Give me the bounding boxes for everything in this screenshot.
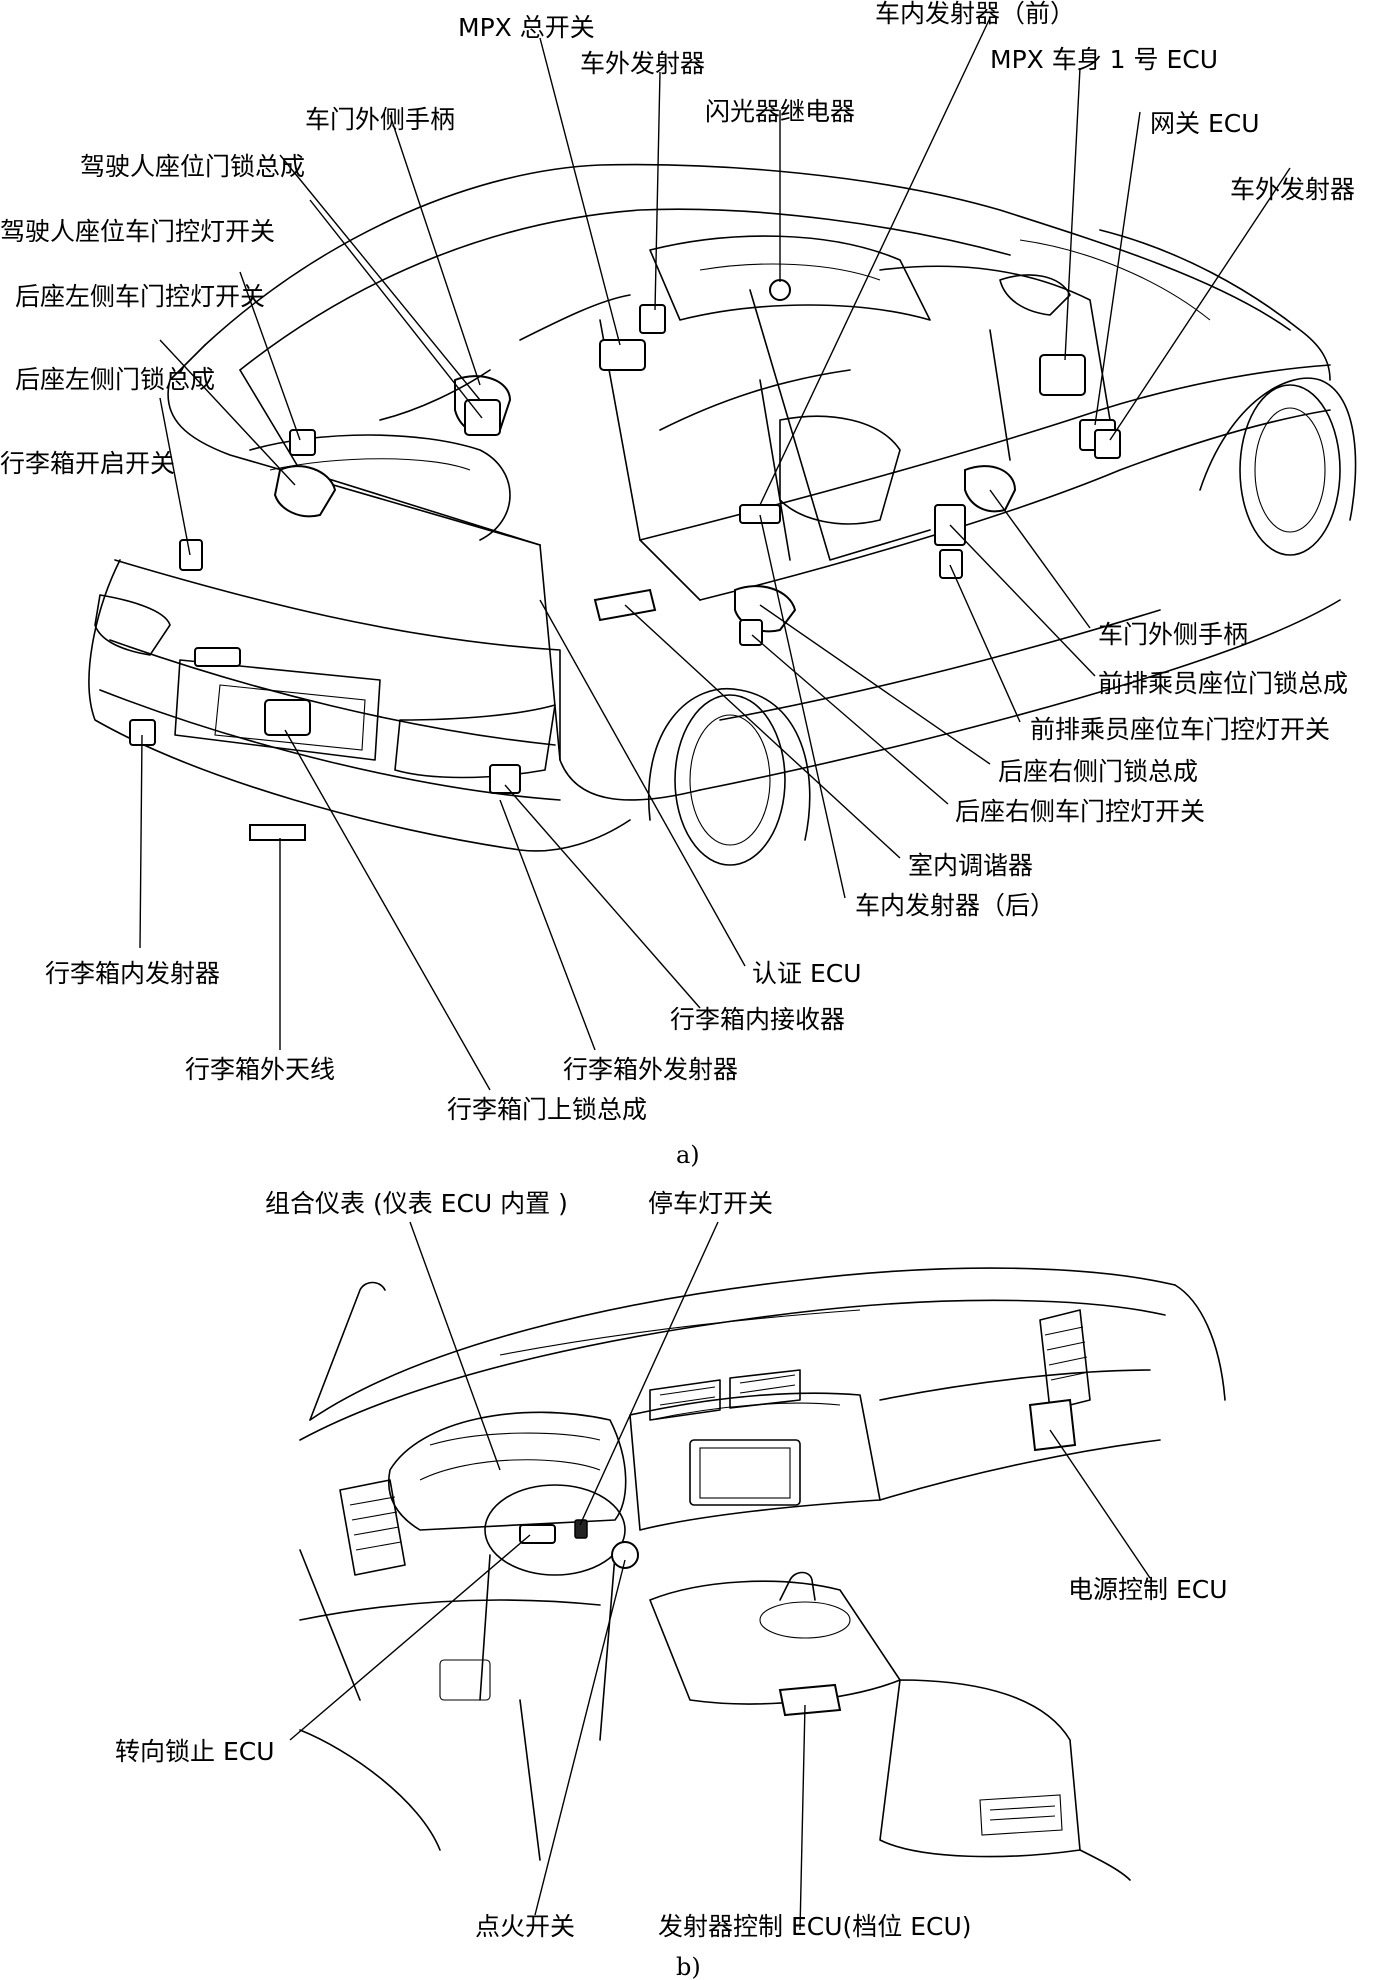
label-steering-lock-ecu: 转向锁止 ECU [115,1737,275,1766]
label-combination-meter: 组合仪表 (仪表 ECU 内置 ) [265,1189,568,1218]
rear-left-courtesy-switch-part [289,429,316,456]
label-trunk-outer-antenna: 行李箱外天线 [185,1055,335,1084]
car-body-drawing [88,163,1357,866]
label-driver-door-lock: 驾驶人座位门锁总成 [80,152,305,181]
label-rear-left-courtesy-switch: 后座左侧车门控灯开关 [15,282,265,311]
label-trunk-opener-switch: 行李箱开启开关 [0,449,175,478]
caption-b: b) [676,1953,701,1980]
dashboard-drawing [299,1267,1226,1881]
trunk-outer-transmitter-part [489,764,521,794]
front-passenger-courtesy-switch-part [939,549,963,579]
label-inner-transmitter-rear: 车内发射器（后） [855,891,1055,920]
door-outer-handle-right-part [964,465,1017,513]
label-trunk-lid-lock: 行李箱门上锁总成 [447,1095,647,1124]
trunk-inner-receiver-part [194,647,241,667]
label-stop-lamp-switch: 停车灯开关 [648,1189,773,1218]
panel-b-components [519,1398,1077,1717]
label-rear-right-door-lock: 后座右侧门锁总成 [998,757,1198,786]
power-source-ecu-part [1028,1398,1077,1452]
mpx-body-ecu-part [1039,354,1086,396]
panel-b-leaders [289,1221,1151,1931]
trunk-opener-switch-part [179,539,203,571]
label-trunk-inner-receiver: 行李箱内接收器 [670,1005,845,1034]
label-rear-right-courtesy-switch: 后座右侧车门控灯开关 [955,797,1205,826]
label-outer-transmitter-top: 车外发射器 [580,49,705,78]
mpx-switch-part [599,339,646,371]
ignition-switch-part [611,1541,639,1569]
label-indoor-tuner: 室内调谐器 [908,851,1033,880]
panel-a-leaders [139,17,1291,1091]
label-transmitter-ecu: 发射器控制 ECU(档位 ECU) [658,1912,972,1941]
label-door-outer-handle-left: 车门外侧手柄 [305,105,455,134]
label-trunk-inner-transmitter: 行李箱内发射器 [45,959,220,988]
inner-transmitter-front-part [739,504,781,524]
panel-b-labels: 组合仪表 (仪表 ECU 内置 ) 停车灯开关 电源控制 ECU 转向锁止 EC… [115,1189,1228,1980]
label-certification-ecu: 认证 ECU [752,959,862,988]
driver-courtesy-switch-part [464,399,501,436]
transmitter-ecu-part [778,1683,842,1717]
label-mpx-body-ecu: MPX 车身 1 号 ECU [990,45,1218,74]
outer-transmitter-top-part [639,304,666,334]
label-door-outer-handle-right: 车门外侧手柄 [1098,620,1248,649]
panel-a-labels: MPX 总开关 车内发射器（前） 车外发射器 MPX 车身 1 号 ECU 闪光… [0,0,1355,1169]
flasher-relay-part [769,279,791,301]
label-mpx-main-switch: MPX 总开关 [458,13,595,42]
label-rear-left-door-lock: 后座左侧门锁总成 [15,365,215,394]
label-ignition-switch: 点火开关 [475,1912,575,1941]
label-inner-transmitter-front: 车内发射器（前） [875,0,1075,28]
steering-lock-ecu-part [519,1524,556,1544]
label-outer-transmitter-right: 车外发射器 [1230,175,1355,204]
label-flasher-relay: 闪光器继电器 [705,97,855,126]
trunk-outer-antenna-part [249,824,306,841]
label-driver-courtesy-switch: 驾驶人座位车门控灯开关 [0,217,275,246]
caption-a: a) [676,1141,700,1169]
label-gateway-ecu: 网关 ECU [1150,109,1260,138]
label-power-source-ecu: 电源控制 ECU [1068,1575,1228,1604]
trunk-lid-lock-part [264,699,311,736]
label-front-passenger-door-lock: 前排乘员座位门锁总成 [1098,669,1348,698]
outer-transmitter-right-part [1094,429,1121,459]
stop-lamp-switch-part [574,1519,588,1539]
panel-a-components [129,279,1121,841]
label-front-passenger-courtesy-switch: 前排乘员座位车门控灯开关 [1030,715,1330,744]
label-trunk-outer-transmitter: 行李箱外发射器 [563,1055,738,1084]
